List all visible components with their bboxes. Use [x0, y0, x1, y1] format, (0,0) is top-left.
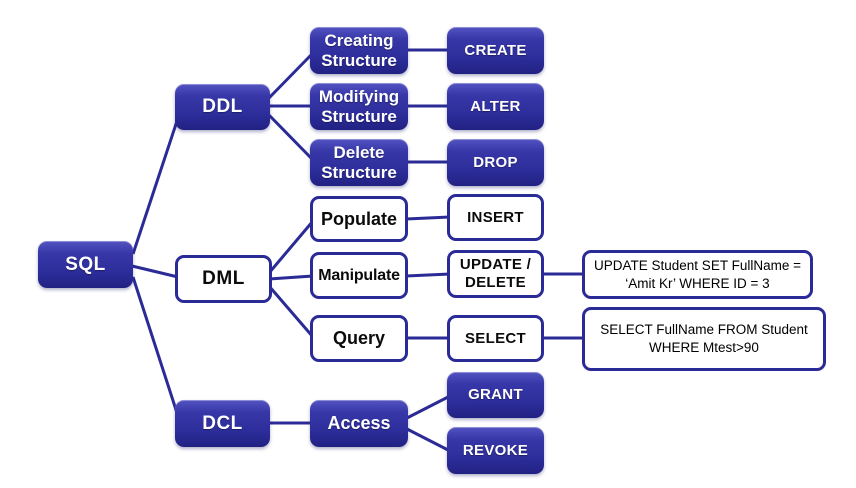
- connector-access-revoke: [404, 426, 451, 453]
- connector-sql-dcl: [131, 276, 180, 417]
- connector-ddl-delete: [265, 111, 315, 162]
- connector-manipulate-updatedelete: [405, 272, 451, 278]
- node-dcl: DCL: [175, 400, 270, 447]
- node-drop: DROP: [447, 139, 544, 186]
- node-dml-label: DML: [202, 268, 245, 289]
- node-dml: DML: [175, 255, 272, 303]
- node-revoke-label: REVOKE: [462, 441, 529, 459]
- node-access: Access: [310, 400, 408, 447]
- node-ddl-label: DDL: [202, 96, 243, 117]
- connector-populate-insert: [405, 215, 451, 221]
- node-create: CREATE: [447, 27, 544, 74]
- node-delete-structure: Delete Structure: [310, 139, 408, 186]
- node-creating-structure: Creating Structure: [310, 27, 408, 74]
- node-creating-structure-label: Creating Structure: [321, 31, 397, 70]
- update-example-line1: UPDATE Student SET FullName =: [594, 257, 801, 273]
- node-update-delete: UPDATE / DELETE: [447, 250, 544, 298]
- node-alter-label: ALTER: [470, 97, 521, 115]
- select-example-line1: SELECT FullName FROM Student: [600, 322, 808, 338]
- node-manipulate: Manipulate: [310, 252, 408, 299]
- node-insert-label: INSERT: [467, 208, 524, 226]
- node-create-label: CREATE: [464, 41, 527, 59]
- node-select: SELECT: [447, 315, 544, 362]
- node-alter: ALTER: [447, 83, 544, 130]
- node-select-label: SELECT: [465, 329, 526, 347]
- update-example-line2: ‘Amit Kr’ WHERE ID = 3: [625, 275, 770, 291]
- node-manipulate-label: Manipulate: [318, 266, 400, 284]
- node-drop-label: DROP: [473, 153, 518, 171]
- node-sql: SQL: [38, 241, 133, 288]
- node-query-label: Query: [332, 328, 386, 348]
- connector-access-grant: [404, 394, 451, 421]
- node-insert: INSERT: [447, 194, 544, 241]
- node-select-example-text: SELECT FullName FROM Student WHERE Mtest…: [600, 321, 808, 356]
- node-modifying-structure-label: Modifying Structure: [318, 87, 400, 126]
- node-grant-label: GRANT: [468, 386, 523, 404]
- node-sql-label: SQL: [65, 253, 106, 275]
- node-populate-label: Populate: [320, 208, 397, 229]
- node-populate: Populate: [310, 196, 408, 242]
- connector-dml-manipulate: [268, 274, 314, 281]
- node-ddl: DDL: [175, 84, 270, 130]
- node-grant: GRANT: [447, 372, 544, 418]
- node-update-example: UPDATE Student SET FullName = ‘Amit Kr’ …: [582, 250, 813, 299]
- node-update-delete-label: UPDATE / DELETE: [459, 256, 532, 291]
- node-query: Query: [310, 315, 408, 362]
- node-modifying-structure: Modifying Structure: [310, 83, 408, 130]
- node-update-example-text: UPDATE Student SET FullName = ‘Amit Kr’ …: [594, 257, 801, 292]
- node-delete-structure-label: Delete Structure: [321, 143, 397, 182]
- connector-ddl-creating: [265, 51, 315, 102]
- node-dcl-label: DCL: [202, 412, 243, 434]
- connector-dml-populate: [267, 220, 315, 274]
- node-revoke: REVOKE: [447, 427, 544, 474]
- connector-dml-query: [267, 285, 315, 338]
- connector-sql-dml: [131, 264, 179, 279]
- node-access-label: Access: [327, 413, 391, 433]
- node-select-example: SELECT FullName FROM Student WHERE Mtest…: [582, 307, 826, 371]
- select-example-line2: WHERE Mtest>90: [649, 340, 759, 355]
- connector-sql-ddl: [131, 117, 180, 255]
